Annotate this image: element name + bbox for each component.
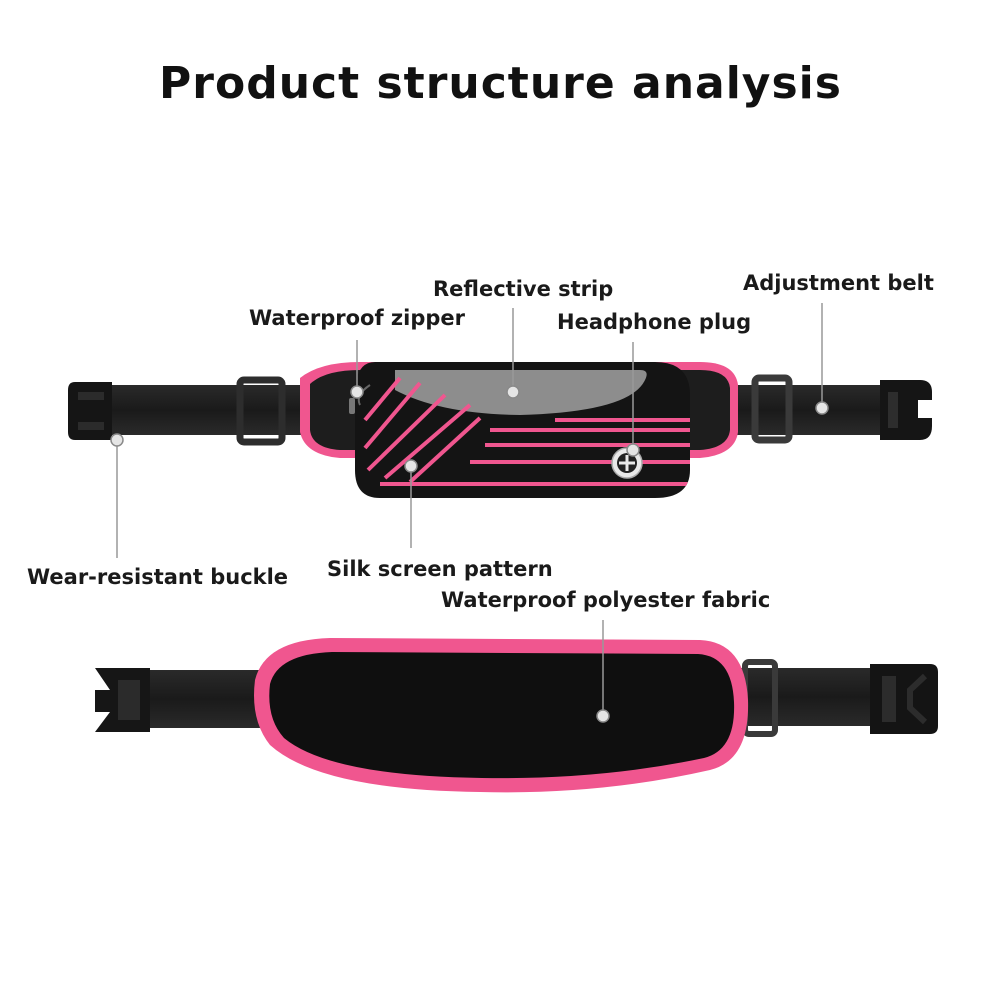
left-strap [100,385,310,435]
label-waterproof-polyester-fabric: Waterproof polyester fabric [441,588,771,612]
label-headphone-plug: Headphone plug [557,310,752,334]
back-view-belt [95,638,938,793]
silk-screen-pattern [363,376,690,486]
pointer-dots [110,385,829,723]
label-silk-screen-pattern: Silk screen pattern [327,557,553,581]
zipper-pull [349,398,355,414]
dot-waterproof-polyester-fabric [596,709,610,723]
front-view-belt [68,362,932,498]
dot-adjustment-belt [815,401,829,415]
dot-waterproof-zipper [350,385,364,399]
dot-wear-resistant-buckle [110,433,124,447]
label-wear-resistant-buckle: Wear-resistant buckle [27,565,289,589]
reflective-strip [395,370,647,415]
dot-silk-screen-pattern [404,459,418,473]
label-reflective-strip: Reflective strip [433,277,614,301]
back-right-buckle [870,664,938,734]
back-left-buckle [95,668,150,732]
right-buckle [880,380,932,440]
dot-headphone-plug [626,443,640,457]
dot-reflective-strip [506,385,520,399]
pointer-lines [116,303,823,716]
right-slider [751,374,793,444]
left-buckle [68,382,112,440]
waterproof-polyester-fabric [269,652,735,779]
right-strap [700,385,900,435]
left-slider [236,376,286,446]
label-adjustment-belt: Adjustment belt [743,271,934,295]
back-left-strap [135,670,265,728]
page-title: Product structure analysis [159,58,842,109]
label-waterproof-zipper: Waterproof zipper [249,306,465,330]
back-right-strap [725,668,885,726]
